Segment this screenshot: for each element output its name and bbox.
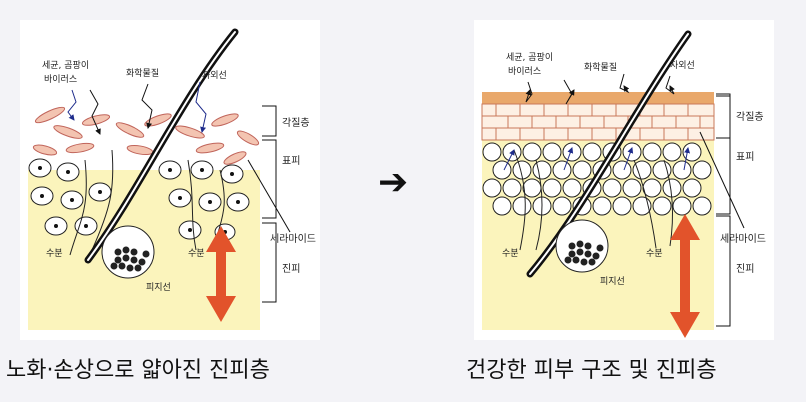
label-water-2: 수분 <box>188 248 205 259</box>
label-epidermis: 표피 <box>736 151 754 163</box>
damaged-skin-svg: 세균, 곰팡이 바이러스 화학물질 자외선 각질층 표피 세라마이드 수분 수분… <box>28 28 316 330</box>
pointer-lines <box>67 81 291 303</box>
pointer-lines <box>503 73 745 327</box>
label-chemical: 화학물질 <box>126 67 159 79</box>
sebum-dots <box>110 246 150 272</box>
cell-nuclei <box>38 166 240 234</box>
label-water-1: 수분 <box>46 248 63 259</box>
label-stratum: 각질층 <box>282 117 310 129</box>
water-lines <box>513 149 673 251</box>
label-sebaceous: 피지선 <box>600 276 625 287</box>
label-virus: 바이러스 <box>508 66 541 77</box>
sebum-dots <box>564 240 604 266</box>
label-sebaceous: 피지선 <box>146 282 171 293</box>
damaged-flakes <box>32 106 260 165</box>
dermis-thickness-arrow <box>206 226 236 322</box>
label-bacteria: 세균, 곰팡이 <box>42 60 89 71</box>
caption-damaged: 노화·손상으로 얇아진 진피층 <box>6 358 270 383</box>
brick-joints <box>495 104 701 140</box>
label-ceramide: 세라마이드 <box>270 233 316 245</box>
label-uv: 자외선 <box>670 59 695 71</box>
healthy-skin-svg: 세균, 곰팡이 바이러스 화학물질 자외선 각질층 표피 세라마이드 수분 수분… <box>481 30 766 338</box>
transition-arrow-icon: ➔ <box>378 162 409 203</box>
stratum-bricks <box>481 103 715 141</box>
label-bacteria: 세균, 곰팡이 <box>506 52 553 63</box>
brick-lines <box>482 115 714 129</box>
label-dermis: 진피 <box>282 263 300 275</box>
label-water-1: 수분 <box>502 248 519 259</box>
caption-healthy: 건강한 피부 구조 및 진피층 <box>466 358 717 383</box>
label-water-2: 수분 <box>646 248 663 259</box>
label-epidermis: 표피 <box>282 155 300 167</box>
dermis-thickness-arrow <box>670 214 700 338</box>
label-uv: 자외선 <box>202 69 227 81</box>
label-ceramide: 세라마이드 <box>720 233 766 245</box>
dermis-area <box>482 104 714 330</box>
label-stratum: 각질층 <box>736 111 764 123</box>
label-chemical: 화학물질 <box>584 61 617 73</box>
damaged-skin-diagram: 세균, 곰팡이 바이러스 화학물질 자외선 각질층 표피 세라마이드 수분 수분… <box>20 20 320 340</box>
stratum-top <box>482 92 714 104</box>
healthy-skin-diagram: 세균, 곰팡이 바이러스 화학물질 자외선 각질층 표피 세라마이드 수분 수분… <box>474 20 774 340</box>
label-dermis: 진피 <box>736 263 754 275</box>
label-virus: 바이러스 <box>44 74 77 85</box>
